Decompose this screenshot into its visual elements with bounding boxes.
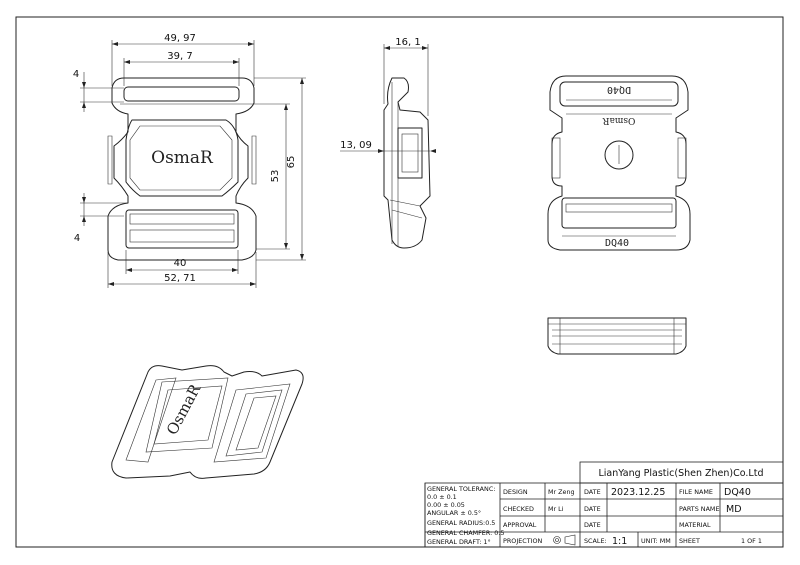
checked-label: CHECKED xyxy=(503,505,534,513)
general-radius: GENERAL RADIUS:0.5 xyxy=(427,519,495,527)
tolerance-line-3: ANGULAR ± 0.5° xyxy=(427,509,481,517)
dim-slot-width-bottom: 40 xyxy=(174,258,187,269)
dim-top-tab: 4 xyxy=(73,69,79,80)
front-dimensions: 49, 97 39, 7 4 4 53 65 xyxy=(73,33,306,288)
company-name: LianYang Plastic(Shen Zhen)Co.Ltd xyxy=(599,468,764,479)
date-label-3: DATE xyxy=(584,521,601,529)
back-logo: OsmaR xyxy=(602,115,635,125)
general-chamfer: GENERAL CHAMFER: 0.5 xyxy=(427,529,504,537)
back-code-bottom: DQ40 xyxy=(605,238,629,249)
dim-side-depth: 13, 09 xyxy=(340,140,372,151)
back-view: DQ40 OsmaR DQ40 xyxy=(547,75,691,251)
dim-overall-top-width: 49, 97 xyxy=(164,33,196,44)
file-name-value: DQ40 xyxy=(724,487,751,498)
dim-height-overall: 65 xyxy=(286,156,297,169)
date-value: 2023.12.25 xyxy=(611,487,665,498)
projection-label: PROJECTION xyxy=(503,537,543,545)
bottom-view xyxy=(547,317,687,355)
tolerance-header: GENERAL TOLERANC: xyxy=(427,485,495,493)
sheet-value: 1 OF 1 xyxy=(741,537,762,545)
general-draft: GENERAL DRAFT: 1° xyxy=(427,538,491,546)
sheet-label: SHEET xyxy=(679,537,700,545)
front-logo: OsmaR xyxy=(151,148,214,168)
isometric-view: OsmaR xyxy=(111,365,304,479)
scale-value: 1:1 xyxy=(612,536,627,547)
side-view xyxy=(383,77,431,249)
parts-name-value: MD xyxy=(726,504,742,515)
tolerance-line-1: 0.0 ± 0.1 xyxy=(427,493,457,501)
material-label: MATERIAL xyxy=(679,521,711,529)
back-code-top: DQ40 xyxy=(607,84,631,95)
projection-symbol-icon xyxy=(553,534,576,546)
side-dimensions: 16, 1 13, 09 xyxy=(340,37,436,153)
file-name-label: FILE NAME xyxy=(679,488,713,496)
design-value: Mr Zeng xyxy=(548,488,575,496)
title-block: LianYang Plastic(Shen Zhen)Co.Ltd GENERA… xyxy=(424,461,784,548)
dim-overall-bottom-width: 52, 71 xyxy=(164,273,196,284)
dim-slot-width-top: 39, 7 xyxy=(167,51,192,62)
date-label-1: DATE xyxy=(584,488,601,496)
front-view: OsmaR xyxy=(107,77,257,261)
scale-label: SCALE: xyxy=(584,537,607,545)
tolerance-line-2: 0.00 ± 0.05 xyxy=(427,501,465,509)
iso-logo: OsmaR xyxy=(163,381,205,438)
dim-height-inner: 53 xyxy=(270,170,281,183)
approval-label: APPROVAL xyxy=(503,521,537,529)
parts-name-label: PARTS NAME xyxy=(679,505,720,513)
design-label: DESIGN xyxy=(503,488,528,496)
dim-bottom-tab: 4 xyxy=(74,233,80,244)
date-label-2: DATE xyxy=(584,505,601,513)
dim-thickness: 16, 1 xyxy=(395,37,420,48)
unit-label: UNIT: MM xyxy=(641,537,671,545)
sheet-border xyxy=(15,16,784,548)
checked-value: Mr Li xyxy=(548,505,564,513)
